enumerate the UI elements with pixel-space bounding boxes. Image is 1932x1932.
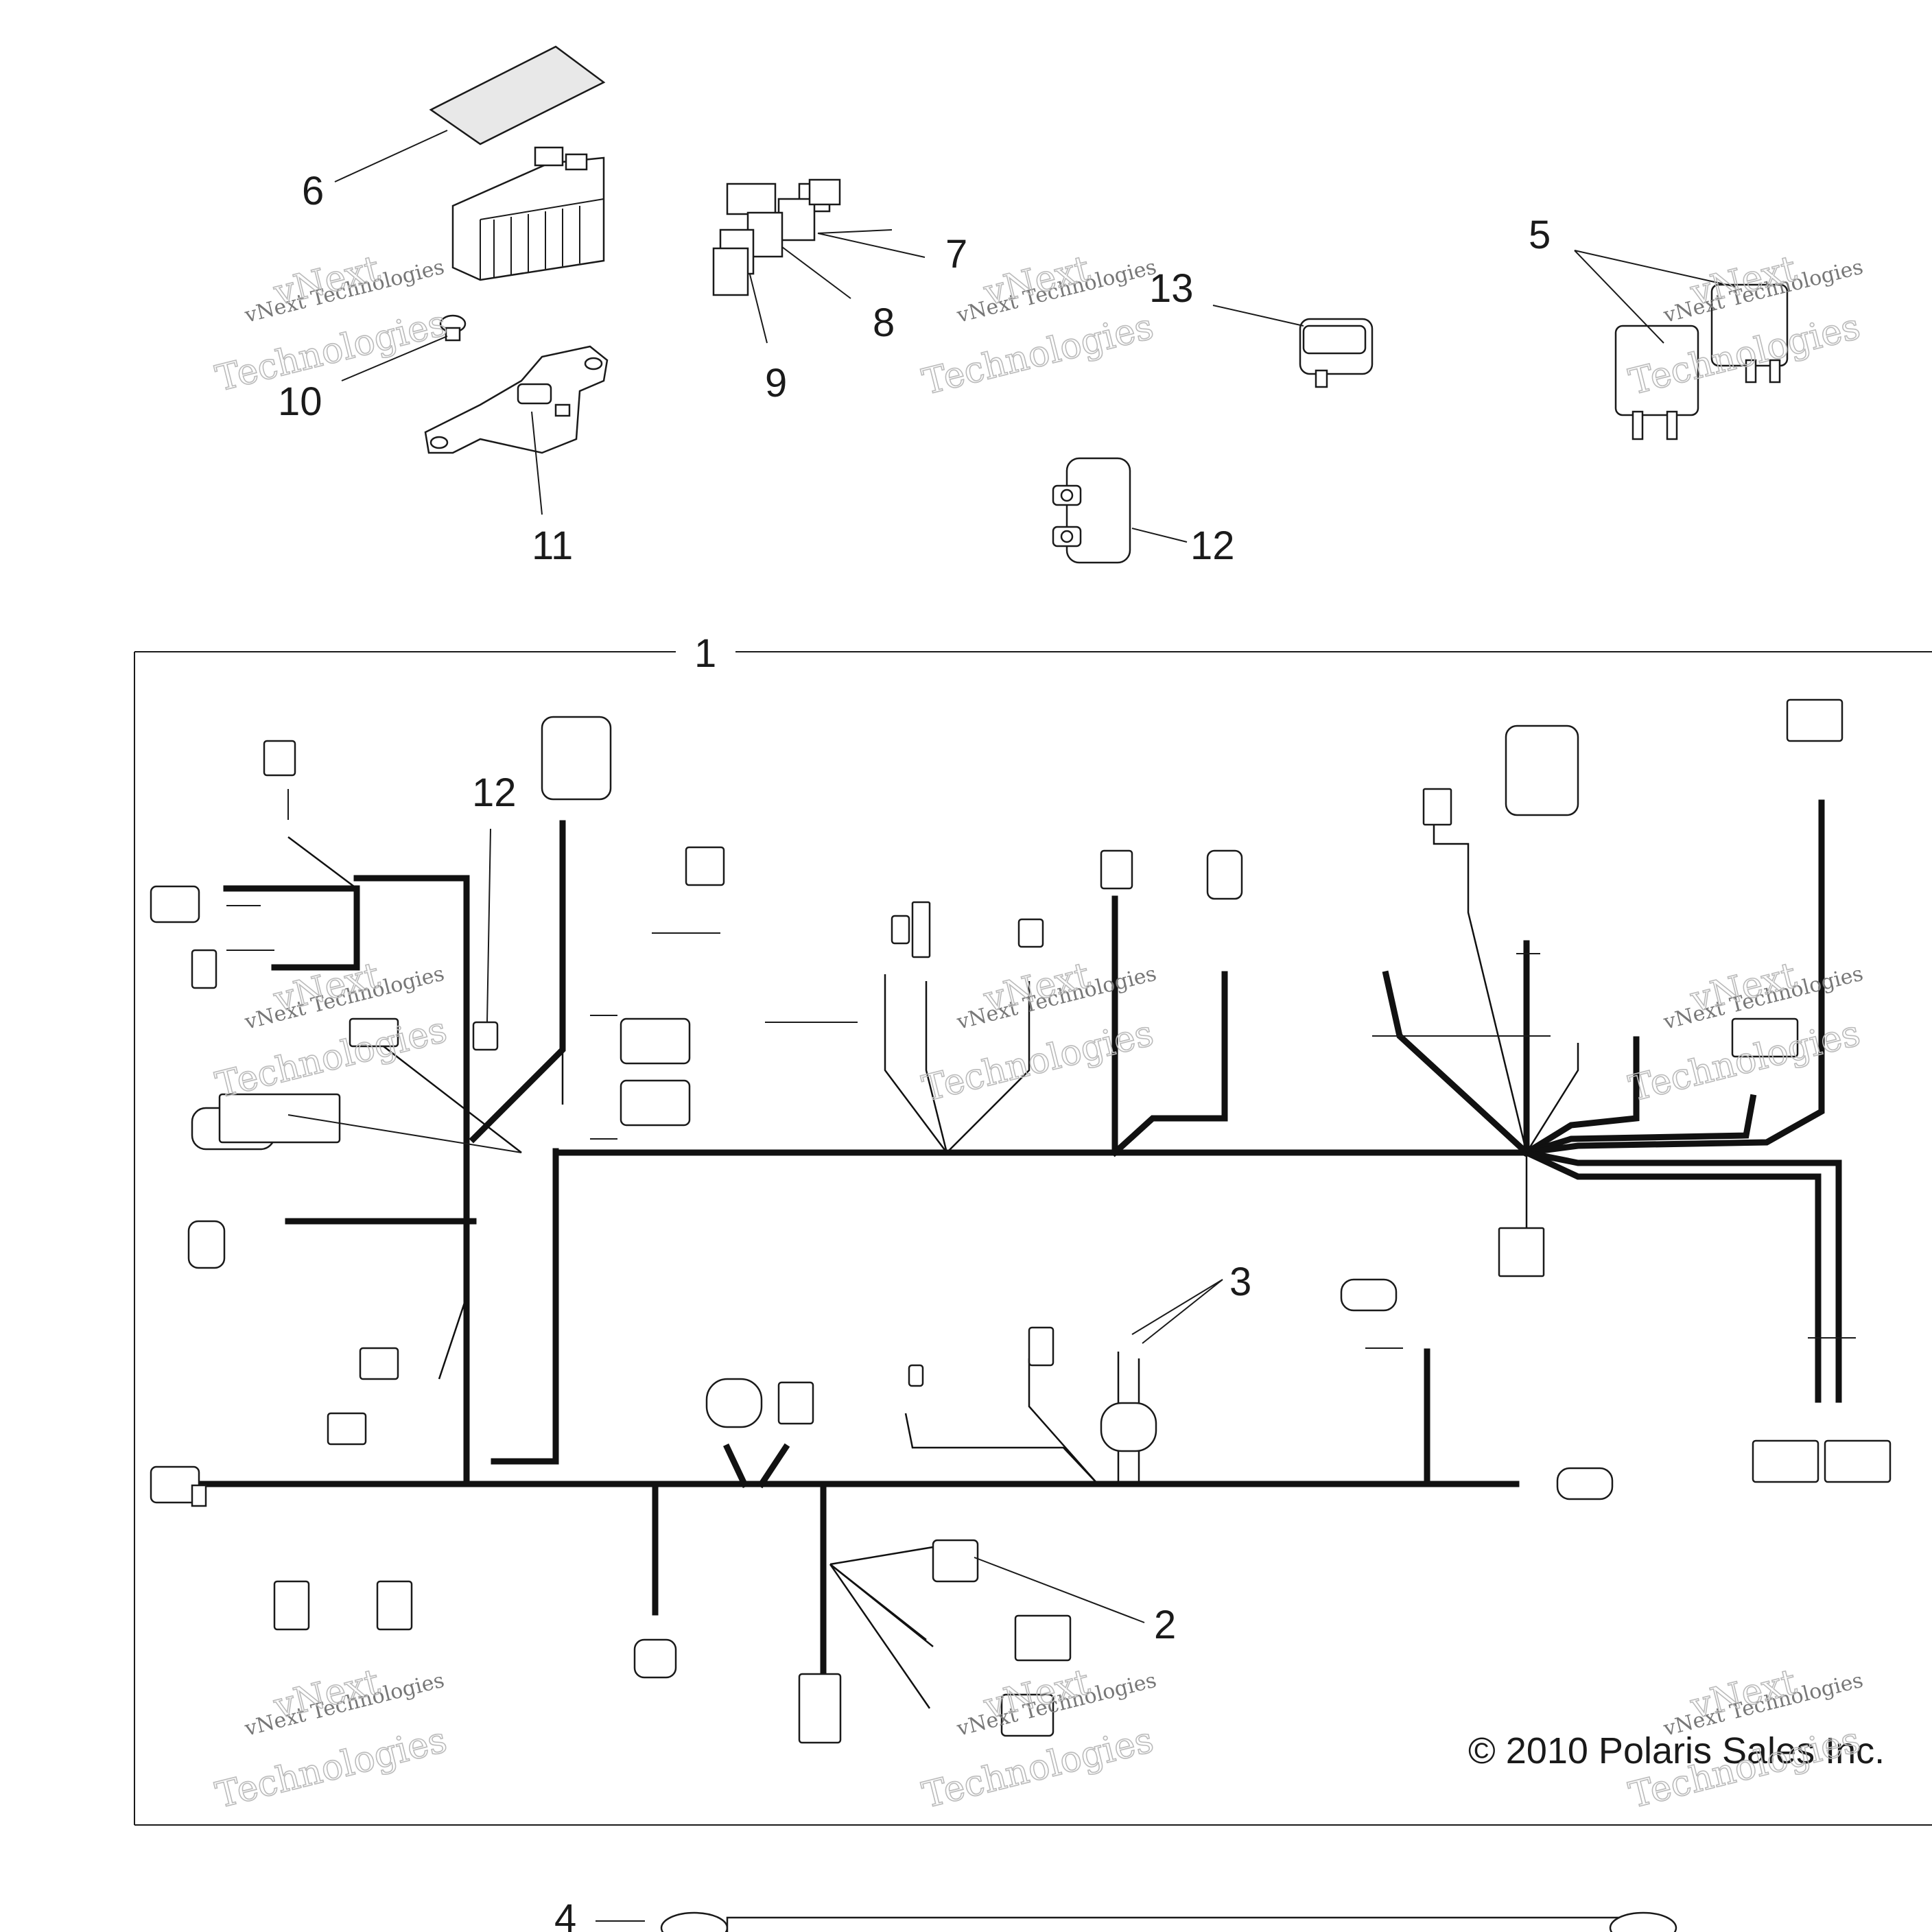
part-6-fuse-box xyxy=(429,45,606,281)
wire-code-marks xyxy=(226,789,1856,1349)
callout-3: 3 xyxy=(1229,1260,1251,1304)
part-11-bracket xyxy=(424,345,609,454)
part-5-relays xyxy=(1614,283,1789,440)
callout-4: 4 xyxy=(554,1896,576,1932)
part-13-sensor xyxy=(1299,318,1374,388)
watermark-technologies: Technologies xyxy=(919,1013,1157,1109)
callout-12-top: 12 xyxy=(1190,523,1235,568)
part-4-battery-cable xyxy=(596,1911,1677,1932)
callout-1: 1 xyxy=(694,631,716,676)
part-12-terminal-block xyxy=(1052,457,1131,564)
top-leader-lines xyxy=(334,130,1736,543)
callout-9: 9 xyxy=(765,361,787,405)
callout-7: 7 xyxy=(945,232,967,276)
callout-8: 8 xyxy=(873,301,895,345)
part-7-8-9-fuses xyxy=(712,178,841,296)
callout-2: 2 xyxy=(1154,1603,1176,1647)
harness-connectors xyxy=(150,698,1892,1744)
callout-10: 10 xyxy=(278,379,322,424)
harness-trunks xyxy=(168,799,1842,1677)
copyright-text: © 2010 Polaris Sales Inc. xyxy=(1468,1730,1885,1771)
watermarks: vNext Technologies vNext Technologies vN… xyxy=(211,248,1865,1817)
harness-frame xyxy=(134,651,1932,1826)
watermark-technologies: Technologies xyxy=(919,306,1157,403)
part-10-screw xyxy=(439,314,467,342)
callout-5: 5 xyxy=(1529,213,1551,257)
callout-13: 13 xyxy=(1149,266,1194,311)
callout-11: 11 xyxy=(532,523,573,568)
callout-6: 6 xyxy=(302,169,324,213)
callout-12-harness: 12 xyxy=(472,770,517,815)
